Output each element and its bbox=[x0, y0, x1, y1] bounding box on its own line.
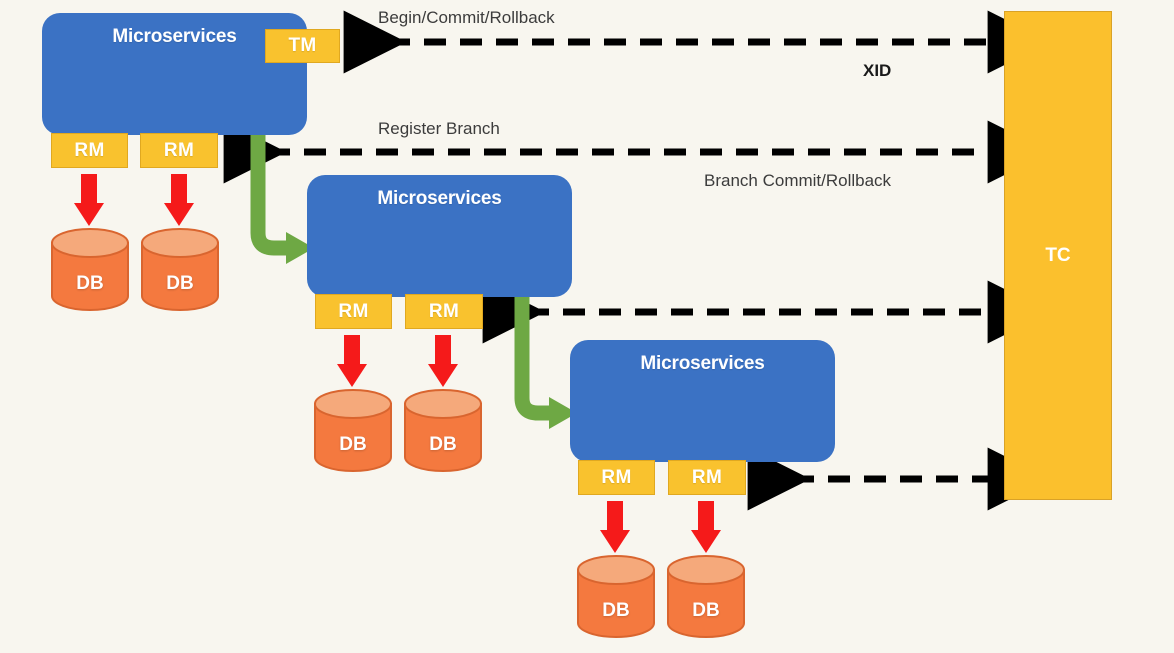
edge-label-branch-commit-rollback: Branch Commit/Rollback bbox=[704, 171, 892, 190]
database-3b[interactable]: DB bbox=[668, 556, 744, 638]
edge-rm-to-db-2b bbox=[428, 335, 458, 387]
database-3a[interactable]: DB bbox=[578, 556, 654, 638]
rm-label: RM bbox=[601, 466, 632, 488]
db-label: DB bbox=[602, 600, 630, 621]
db-label: DB bbox=[166, 273, 194, 294]
db-cylinder bbox=[404, 389, 482, 472]
rm-label: RM bbox=[163, 139, 195, 161]
db-cylinder bbox=[51, 228, 129, 311]
database-2a[interactable]: DB bbox=[315, 390, 391, 472]
db-cylinder bbox=[577, 555, 655, 638]
microservice-label: Microservices bbox=[112, 26, 237, 47]
edge-rm-to-db-3b bbox=[691, 501, 721, 553]
rm-chip-2b[interactable]: RM bbox=[405, 294, 483, 329]
edge-rm-to-db-1b bbox=[164, 174, 194, 226]
rm-chip-1b[interactable]: RM bbox=[140, 133, 218, 168]
db-label: DB bbox=[692, 600, 720, 621]
edge-service2-to-service3 bbox=[514, 292, 577, 429]
tm-chip[interactable]: TM bbox=[265, 29, 340, 63]
edge-label-xid: XID bbox=[863, 61, 892, 80]
edge-rm-to-db-2a bbox=[337, 335, 367, 387]
transaction-coordinator[interactable]: TC bbox=[1004, 11, 1112, 500]
rm-chip-2a[interactable]: RM bbox=[315, 294, 392, 329]
rm-label: RM bbox=[338, 300, 369, 322]
db-label: DB bbox=[429, 434, 457, 455]
database-1b[interactable]: DB bbox=[142, 229, 218, 311]
edge-service1-to-service2 bbox=[250, 128, 314, 264]
rm-chip-1a[interactable]: RM bbox=[51, 133, 128, 168]
db-cylinder bbox=[667, 555, 745, 638]
db-cylinder bbox=[141, 228, 219, 311]
microservice-card-2[interactable]: Microservices bbox=[307, 175, 572, 297]
microservice-card-3[interactable]: Microservices bbox=[570, 340, 835, 462]
microservice-card-1[interactable]: Microservices bbox=[42, 13, 307, 135]
db-label: DB bbox=[76, 273, 104, 294]
rm-chip-3a[interactable]: RM bbox=[578, 460, 655, 495]
rm-chip-3b[interactable]: RM bbox=[668, 460, 746, 495]
rm-label: RM bbox=[691, 466, 723, 488]
clipped-footer-caption bbox=[60, 648, 460, 653]
edge-rm-to-db-3a bbox=[600, 501, 630, 553]
edge-label-begin-commit-rollback: Begin/Commit/Rollback bbox=[378, 8, 555, 27]
microservice-label: Microservices bbox=[377, 188, 502, 209]
rm-label: RM bbox=[428, 300, 460, 322]
rm-label: RM bbox=[74, 139, 105, 161]
database-2b[interactable]: DB bbox=[405, 390, 481, 472]
edge-rm-to-db-1a bbox=[74, 174, 104, 226]
tm-label: TM bbox=[288, 35, 317, 56]
tc-label: TC bbox=[1045, 244, 1071, 266]
microservice-label: Microservices bbox=[640, 353, 765, 374]
edge-label-register-branch: Register Branch bbox=[378, 119, 500, 138]
database-1a[interactable]: DB bbox=[52, 229, 128, 311]
db-label: DB bbox=[339, 434, 367, 455]
db-cylinder bbox=[314, 389, 392, 472]
